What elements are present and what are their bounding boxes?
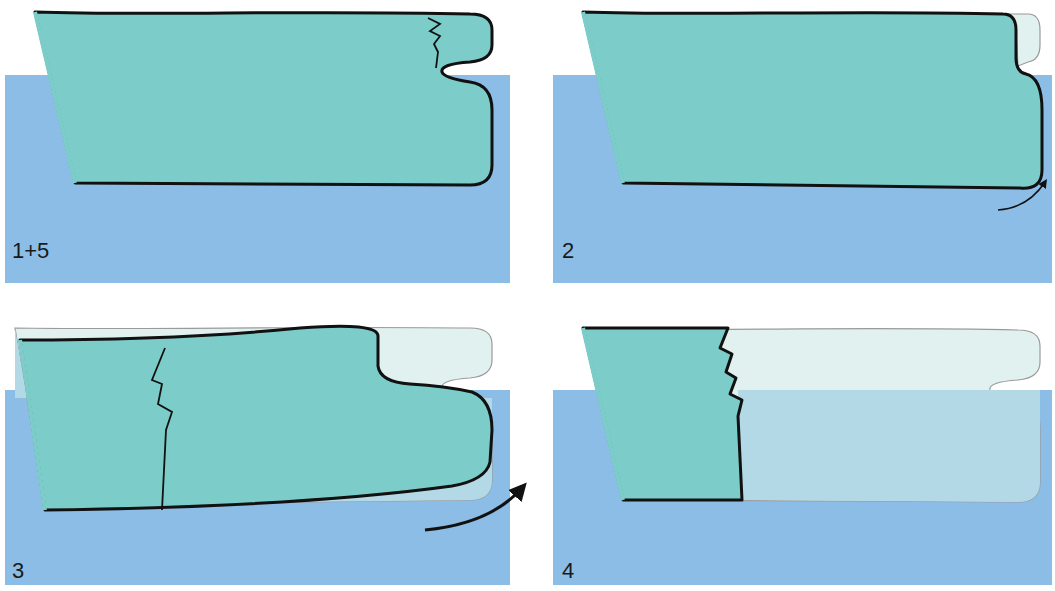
shelf-edge [583, 328, 623, 500]
ghost-shelf [583, 328, 1040, 502]
panel-number: 1+5 [12, 240, 49, 262]
panel-three [5, 326, 522, 585]
crack [152, 348, 172, 510]
ghost-submerged [738, 390, 1040, 502]
shelf-edge [583, 12, 623, 183]
panel-number: 3 [12, 560, 24, 582]
panel-one [5, 12, 510, 283]
shelf-edge [20, 340, 45, 510]
ice-shelf [583, 12, 1042, 188]
remaining-shelf [583, 328, 742, 500]
panel-number: 2 [562, 240, 574, 262]
rotation-arrow [998, 182, 1045, 210]
ice-shelf [20, 326, 492, 510]
rotation-arrow [425, 488, 522, 530]
panel-four [553, 328, 1052, 585]
panel-number: 4 [562, 560, 574, 582]
shelf-edge [35, 12, 75, 183]
crack [428, 18, 440, 68]
ice-shelf [35, 12, 492, 185]
panel-two [553, 12, 1052, 283]
